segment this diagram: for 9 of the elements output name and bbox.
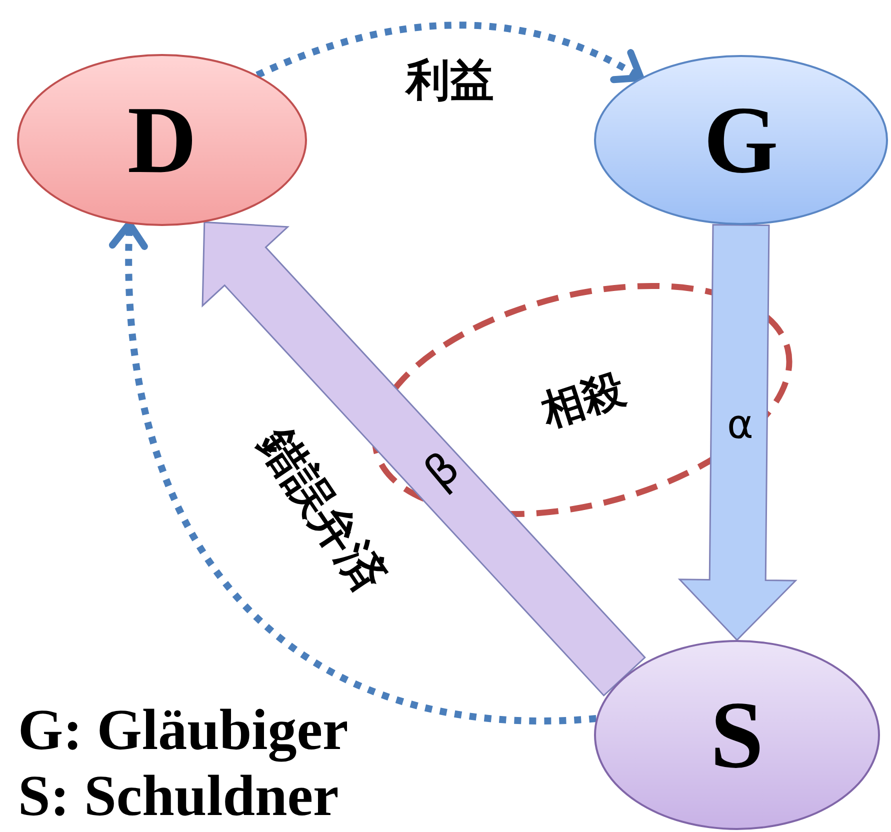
key-text: G: Gläubiger — [18, 698, 348, 762]
dotted-arrow — [256, 22, 644, 84]
node-letter: G — [704, 92, 778, 188]
node-letter: D — [127, 92, 197, 188]
block-arrow — [678, 224, 798, 642]
ring-label: 相殺 — [534, 362, 632, 438]
node-letter: S — [710, 687, 764, 783]
key-text: S: Schuldner — [18, 764, 339, 828]
block-arrow — [202, 221, 646, 697]
